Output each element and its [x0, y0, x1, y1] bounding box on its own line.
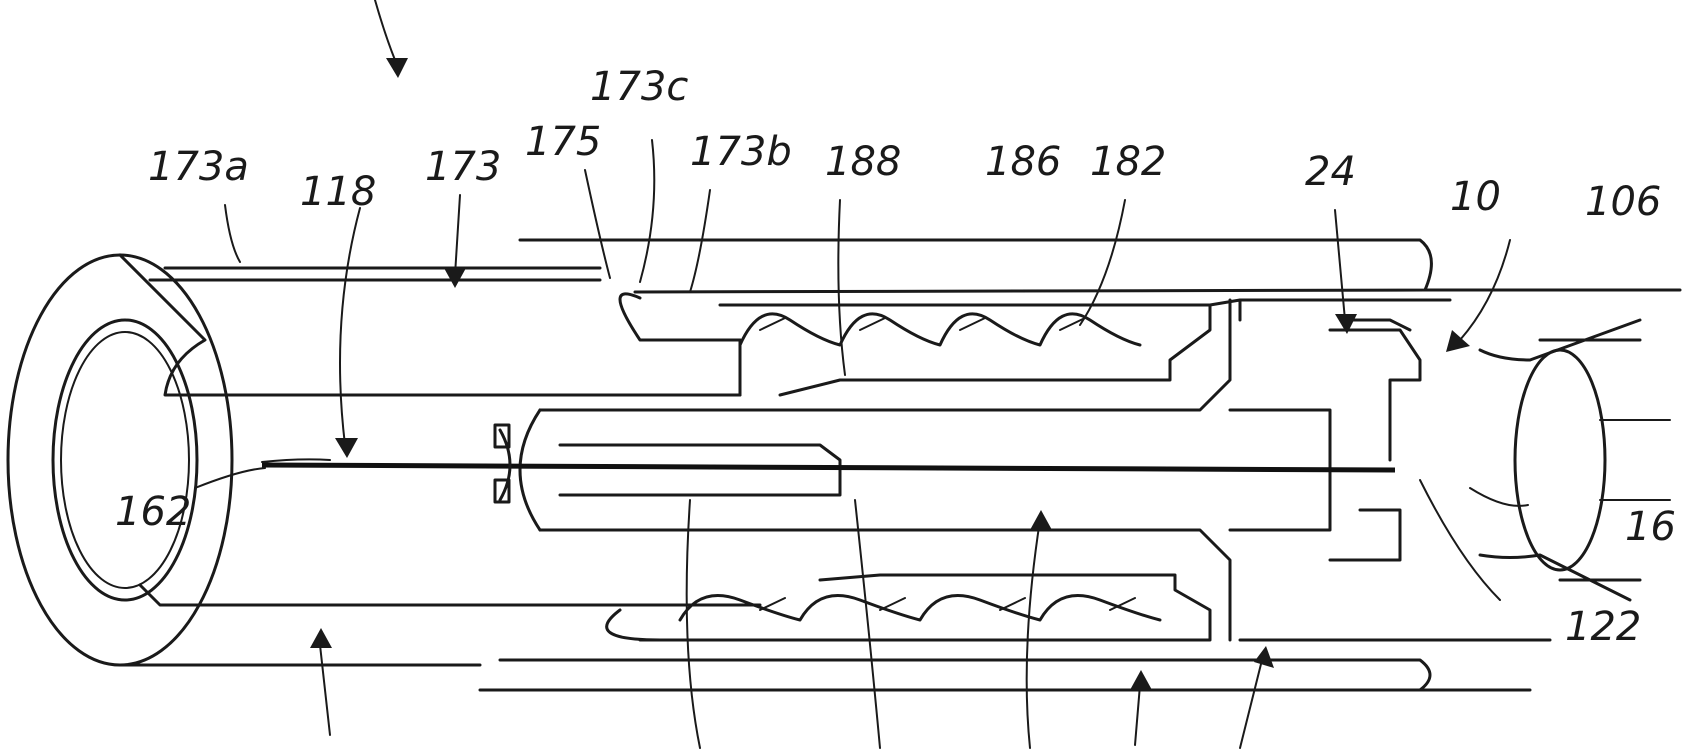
label-118: 118 [300, 169, 376, 215]
label-182: 182 [1090, 139, 1166, 185]
latch-mechanism [1330, 320, 1670, 600]
label-175: 175 [525, 119, 601, 165]
needle [262, 459, 1395, 470]
end-cap [8, 255, 760, 665]
label-186: 186 [985, 139, 1061, 185]
spring-top [740, 314, 1140, 345]
label-173c: 173c [590, 64, 688, 110]
label-188: 188 [825, 139, 901, 185]
reference-labels: 173a 118 173 175 173c 173b 188 186 182 2… [115, 64, 1676, 650]
label-173b: 173b [690, 129, 792, 175]
spring-bottom [680, 596, 1160, 621]
label-122: 122 [1565, 604, 1641, 650]
label-106: 106 [1585, 179, 1661, 225]
label-10: 10 [1450, 174, 1501, 220]
label-24: 24 [1305, 149, 1356, 195]
needle-hub [495, 425, 510, 502]
reference-arrow-top [375, 0, 408, 78]
label-16: 16 [1625, 504, 1676, 550]
label-162: 162 [115, 489, 191, 535]
callout-arrows [195, 140, 1528, 748]
label-173a: 173a [148, 144, 249, 190]
label-173: 173 [425, 144, 501, 190]
